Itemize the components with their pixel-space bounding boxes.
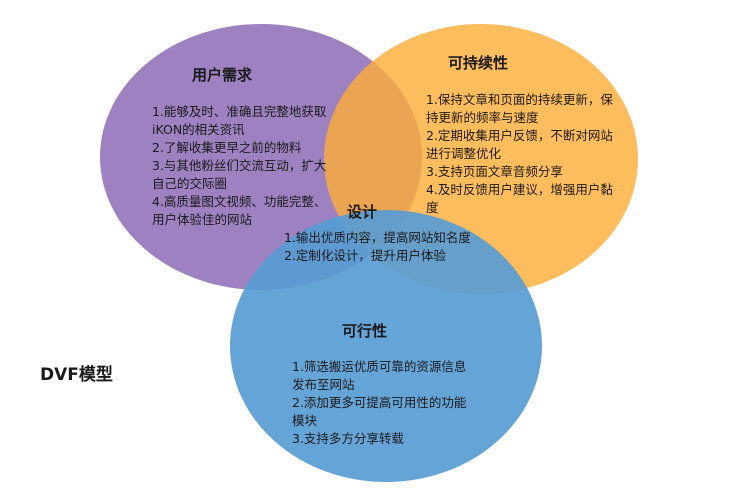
user-demand-title: 用户需求 <box>192 66 253 84</box>
list-item: 2.了解收集更早之前的物料 <box>152 140 302 155</box>
design-title: 设计 <box>347 203 378 221</box>
list-item: 2.添加更多可提高可用性的功能模块 <box>292 395 467 428</box>
sustainability-list: 1.保持文章和页面的持续更新，保持更新的频率与速度 2.定期收集用户反馈，不断对… <box>426 91 614 217</box>
list-item: 1.能够及时、准确且完整地获取iKON的相关资讯 <box>152 104 327 137</box>
list-item: 1.保持文章和页面的持续更新，保持更新的频率与速度 <box>426 92 613 125</box>
list-item: 4.及时反馈用户建议，增强用户黏度 <box>426 182 613 215</box>
feasibility-list: 1.筛选搬运优质可靠的资源信息发布至网站 2.添加更多可提高可用性的功能模块 3… <box>292 358 472 448</box>
feasibility-title: 可行性 <box>342 322 388 340</box>
design-list: 1.输出优质内容，提高网站知名度 2.定制化设计，提升用户体验 <box>284 229 472 265</box>
list-item: 1.筛选搬运优质可靠的资源信息发布至网站 <box>292 359 467 392</box>
list-item: 3.与其他粉丝们交流互动，扩大自己的交际圈 <box>152 158 327 191</box>
list-item: 3.支持页面文章音频分享 <box>426 164 563 179</box>
list-item: 1.输出优质内容，提高网站知名度 <box>284 230 471 245</box>
sustainability-title: 可持续性 <box>448 54 509 72</box>
list-item: 2.定制化设计，提升用户体验 <box>284 248 446 263</box>
model-label: DVF模型 <box>40 365 113 385</box>
user-demand-list: 1.能够及时、准确且完整地获取iKON的相关资讯 2.了解收集更早之前的物料 3… <box>152 103 330 229</box>
list-item: 2.定期收集用户反馈，不断对网站进行调整优化 <box>426 128 613 161</box>
list-item: 4.高质量图文视频、功能完整、用户体验佳的网站 <box>152 194 327 227</box>
list-item: 3.支持多方分享转载 <box>292 431 404 446</box>
feasibility-circle <box>230 210 542 482</box>
